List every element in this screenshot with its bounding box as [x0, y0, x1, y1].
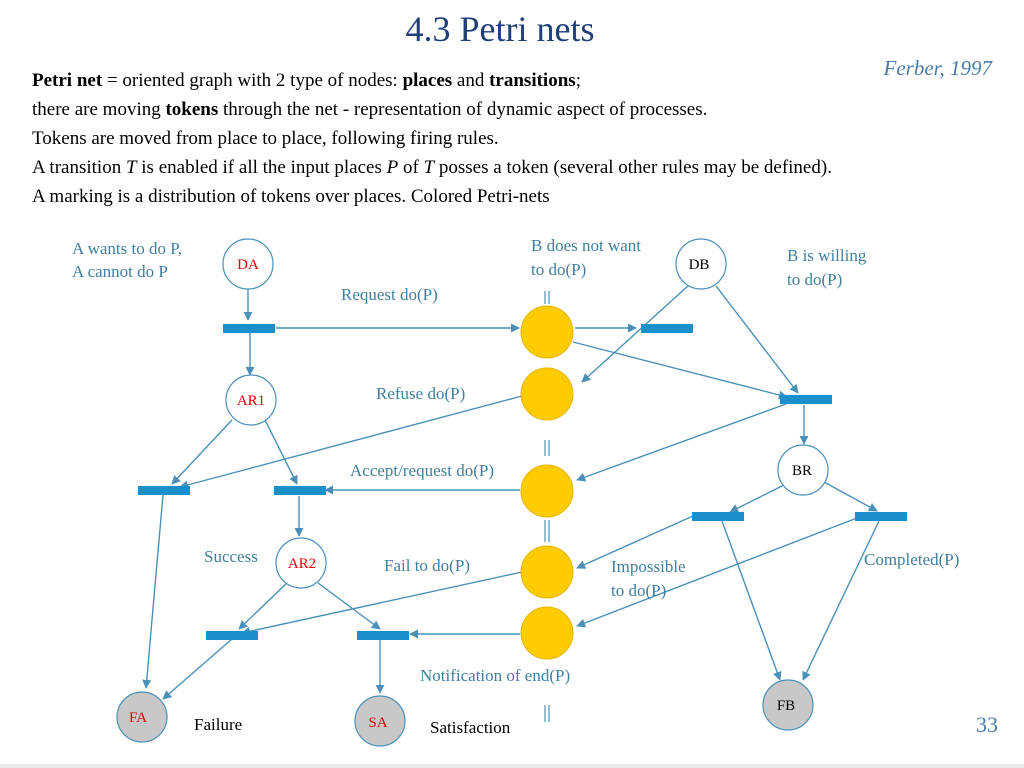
transition-bar	[692, 512, 744, 521]
arc	[142, 494, 164, 689]
body-text-run: there are moving	[32, 99, 166, 120]
label-fail: Fail to do(P)	[384, 556, 470, 575]
label-accept: Accept/request do(P)	[350, 461, 494, 480]
token-place-fail	[520, 545, 574, 599]
label-request: Request do(P)	[341, 285, 438, 304]
body-text-run: posses a token (several other rules may …	[434, 157, 832, 178]
label-a-wants-1: A wants to do P,	[72, 239, 182, 258]
transition-bar	[206, 631, 258, 640]
transition-bar	[357, 631, 409, 640]
term-transitions: transitions	[489, 70, 576, 91]
label-b-willing-1: B is willing	[787, 246, 867, 265]
arc	[581, 284, 690, 383]
transitions	[138, 324, 907, 640]
token-place-notification	[520, 606, 574, 660]
label-impossible-2: to do(P)	[611, 581, 666, 600]
arc	[576, 517, 858, 628]
place-br	[777, 444, 829, 496]
token-places	[520, 305, 574, 660]
token-place-request	[520, 305, 574, 359]
symbol-t: T	[125, 157, 137, 178]
body-line-4: A transition T is enabled if all the inp…	[32, 153, 832, 182]
label-b-not-want-2: to do(P)	[531, 260, 586, 279]
arc	[238, 582, 288, 630]
place-label-da: DA	[237, 257, 259, 273]
body-text-run: and	[452, 70, 490, 91]
token-place-accept	[520, 464, 574, 518]
separator-marks	[544, 291, 550, 722]
label-satisfaction: Satisfaction	[430, 718, 511, 737]
label-notification: Notification of end(P)	[420, 666, 570, 685]
arc	[162, 638, 233, 700]
arcs	[142, 284, 880, 700]
place-label-ar1: AR1	[237, 393, 265, 409]
body-line-3: Tokens are moved from place to place, fo…	[32, 128, 499, 149]
place-label-ar2: AR2	[288, 556, 316, 572]
label-refuse: Refuse do(P)	[376, 384, 465, 403]
symbol-t: T	[423, 157, 435, 178]
place-label-db: DB	[689, 257, 710, 273]
arc	[576, 515, 694, 569]
arc	[715, 285, 799, 394]
label-impossible-1: Impossible	[611, 557, 686, 576]
body-text-run: = oriented graph with 2 type of nodes:	[102, 70, 403, 91]
place-da	[222, 238, 274, 290]
place-sa	[354, 695, 406, 747]
body-text-run: through the net - representation of dyna…	[218, 99, 708, 120]
arc	[572, 341, 788, 400]
transition-bar	[780, 395, 832, 404]
arc	[241, 571, 523, 636]
label-b-not-want-1: B does not want	[531, 236, 641, 255]
term-petri-net: Petri net	[32, 70, 103, 91]
place-fa	[116, 691, 168, 743]
body-text-run: ;	[575, 70, 581, 91]
slide-title: 4.3 Petri nets	[405, 9, 595, 49]
symbol-p: P	[386, 157, 399, 178]
citation: Ferber, 1997	[883, 56, 993, 80]
arc	[179, 395, 523, 490]
place-fb	[762, 679, 814, 731]
label-completed: Completed(P)	[864, 550, 959, 569]
term-tokens: tokens	[165, 99, 219, 120]
place-label-br: BR	[792, 463, 812, 479]
place-labels: DA AR1 AR2 FA SA DB BR FB	[129, 257, 812, 731]
body-line-1: Petri net = oriented graph with 2 type o…	[32, 66, 832, 95]
transition-bar	[641, 324, 693, 333]
transition-bar	[223, 324, 275, 333]
token-place-refuse	[520, 367, 574, 421]
label-a-wants-2: A cannot do P	[72, 262, 168, 281]
place-ar1	[225, 374, 277, 426]
arc	[317, 582, 381, 630]
place-label-sa: SA	[368, 715, 387, 731]
label-success: Success	[204, 547, 258, 566]
diagram-labels: A wants to do P, A cannot do P B does no…	[72, 236, 959, 737]
place-ar2	[275, 537, 327, 589]
arc	[264, 419, 298, 485]
place-label-fa: FA	[129, 710, 147, 726]
body-text-run: A transition	[32, 157, 126, 178]
body-text-run: is enabled if all the input places	[136, 157, 387, 178]
bottom-divider	[0, 764, 1024, 768]
place-label-fb: FB	[777, 698, 795, 714]
body-text: Petri net = oriented graph with 2 type o…	[32, 66, 832, 211]
transition-bar	[138, 486, 190, 495]
arc	[802, 520, 880, 681]
term-places: places	[402, 70, 453, 91]
transition-bar	[855, 512, 907, 521]
body-line-5: A marking is a distribution of tokens ov…	[32, 186, 550, 207]
label-failure: Failure	[194, 715, 242, 734]
transition-bar	[274, 486, 326, 495]
label-b-willing-2: to do(P)	[787, 270, 842, 289]
arc	[576, 403, 787, 482]
body-line-2: there are moving tokens through the net …	[32, 95, 832, 124]
arc	[171, 419, 233, 485]
page-number: 33	[976, 712, 998, 737]
place-db	[675, 238, 727, 290]
named-places	[116, 238, 829, 747]
arc	[823, 481, 878, 512]
arc	[721, 520, 782, 681]
arc	[729, 484, 785, 513]
body-text-run: of	[398, 157, 424, 178]
